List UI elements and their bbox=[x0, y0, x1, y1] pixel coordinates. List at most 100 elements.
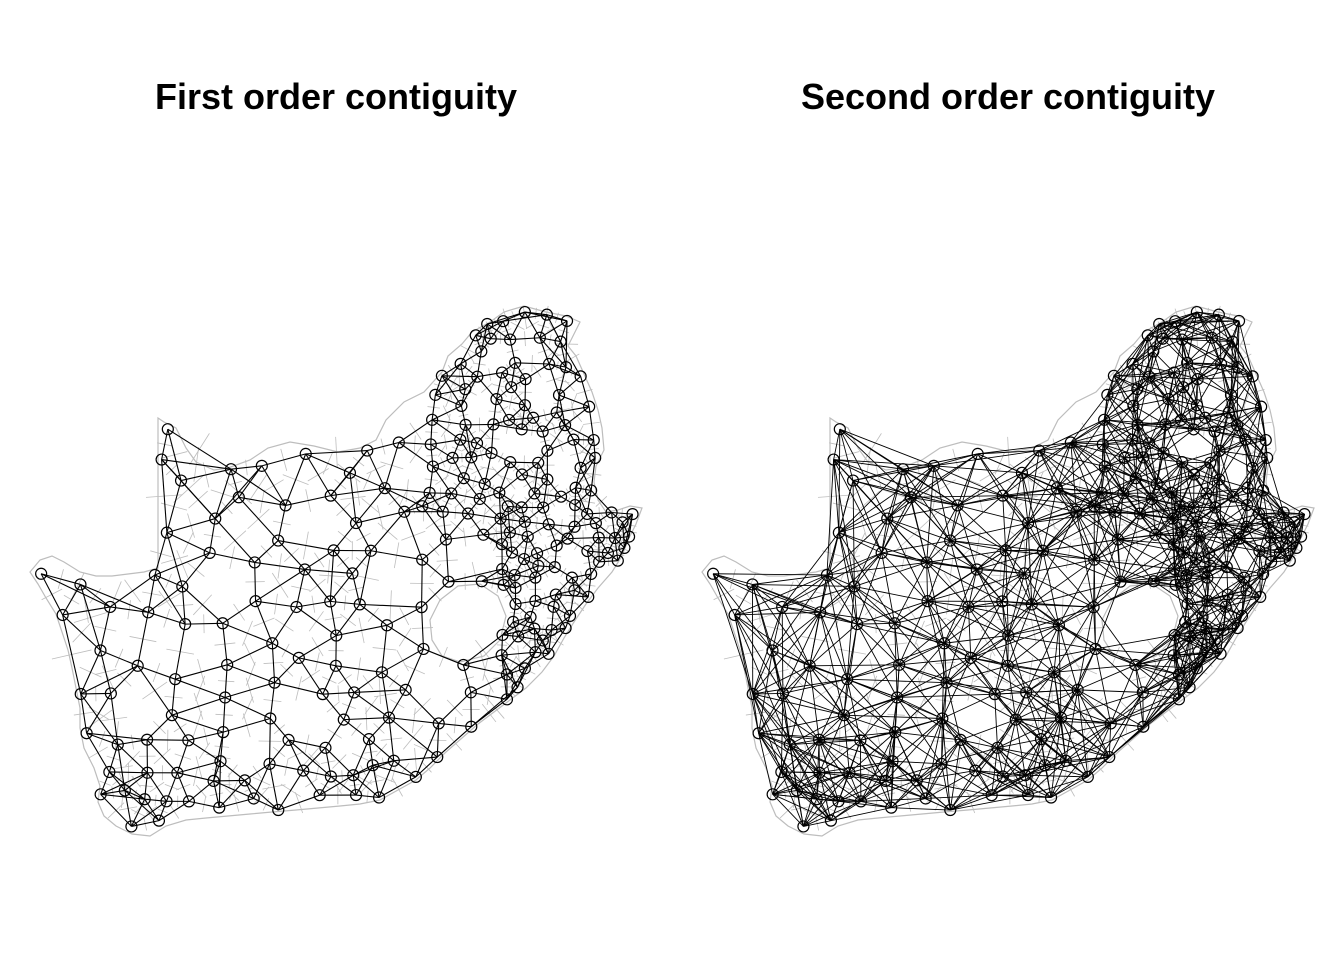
district-node bbox=[542, 518, 555, 531]
network-edge bbox=[1107, 394, 1138, 426]
district-node bbox=[475, 575, 488, 588]
network-edge bbox=[1027, 794, 1052, 798]
network-edge bbox=[1104, 466, 1141, 514]
network-edge bbox=[154, 552, 210, 576]
network-edge bbox=[1070, 439, 1133, 443]
network-edge bbox=[1021, 472, 1095, 507]
network-edge bbox=[957, 472, 1023, 506]
network-edge bbox=[628, 514, 634, 537]
district-node bbox=[1098, 460, 1112, 473]
network-edge bbox=[1124, 442, 1150, 459]
network-edge bbox=[1015, 719, 1110, 758]
network-edge bbox=[1245, 439, 1264, 491]
district-node bbox=[138, 793, 151, 806]
network-edge bbox=[501, 634, 504, 656]
network-edge bbox=[493, 419, 510, 425]
network-edge bbox=[1002, 764, 1045, 777]
network-edge bbox=[521, 462, 539, 475]
network-edge bbox=[1102, 444, 1125, 459]
network-edge bbox=[781, 606, 811, 666]
network-edge bbox=[1286, 536, 1302, 539]
district-node bbox=[465, 720, 478, 733]
network-edge bbox=[1070, 405, 1134, 443]
district-node bbox=[111, 738, 124, 751]
network-edge bbox=[1246, 467, 1254, 506]
network-edge bbox=[926, 465, 935, 563]
network-edge bbox=[758, 665, 811, 734]
network-edge bbox=[1015, 692, 1027, 720]
network-edge bbox=[1095, 581, 1121, 650]
network-edge bbox=[255, 569, 306, 602]
network-edge bbox=[1173, 568, 1188, 589]
network-edge bbox=[459, 424, 467, 440]
network-edge bbox=[271, 643, 276, 683]
network-edge bbox=[809, 665, 861, 741]
network-edge bbox=[166, 480, 182, 533]
network-edge bbox=[547, 439, 574, 452]
network-edge bbox=[1209, 424, 1238, 464]
network-edge bbox=[542, 629, 552, 641]
network-edge bbox=[381, 648, 424, 673]
network-edge bbox=[479, 483, 486, 500]
network-edge bbox=[1095, 648, 1136, 666]
network-edge bbox=[1015, 717, 1062, 721]
network-edge bbox=[381, 671, 406, 691]
network-edge bbox=[1159, 320, 1240, 325]
district-node bbox=[329, 659, 342, 672]
network-edge bbox=[1186, 565, 1211, 576]
network-edge bbox=[1149, 362, 1188, 378]
network-edge bbox=[1180, 378, 1198, 421]
network-edge bbox=[1232, 320, 1240, 342]
network-edge bbox=[1271, 560, 1290, 563]
district-node bbox=[1235, 609, 1249, 623]
network-edge bbox=[1163, 428, 1194, 454]
network-edge bbox=[1087, 756, 1110, 778]
district-node bbox=[1233, 532, 1246, 545]
network-edge bbox=[209, 552, 255, 563]
district-node bbox=[1088, 500, 1101, 513]
network-edge bbox=[502, 320, 511, 340]
network-edge bbox=[1174, 621, 1186, 636]
network-edge bbox=[1183, 552, 1210, 554]
network-edge bbox=[1148, 442, 1183, 463]
network-edge bbox=[558, 367, 567, 396]
district-node bbox=[247, 792, 260, 805]
network-edge bbox=[894, 682, 947, 733]
network-edge bbox=[1187, 362, 1238, 368]
network-edge bbox=[1220, 523, 1240, 539]
network-edge bbox=[521, 507, 526, 522]
network-edge bbox=[1148, 419, 1182, 444]
network-edge bbox=[403, 511, 423, 560]
network-edge bbox=[1142, 457, 1153, 500]
district-node bbox=[1143, 370, 1156, 383]
network-edge bbox=[1008, 635, 1096, 650]
district-node bbox=[547, 600, 560, 613]
network-edge bbox=[1230, 376, 1253, 396]
network-edge bbox=[1239, 538, 1264, 575]
district-node bbox=[938, 637, 951, 650]
network-edge bbox=[849, 772, 886, 782]
district-node bbox=[1231, 361, 1245, 374]
district-node bbox=[1015, 466, 1029, 479]
district-node bbox=[542, 357, 556, 371]
network-edge bbox=[1142, 655, 1175, 727]
network-edge bbox=[1027, 511, 1115, 524]
network-edge bbox=[1007, 665, 1017, 720]
network-edge bbox=[1120, 568, 1175, 583]
district-node bbox=[509, 356, 522, 369]
network-edge bbox=[1173, 362, 1188, 373]
district-node bbox=[1259, 433, 1272, 447]
network-edge bbox=[359, 603, 422, 608]
network-edge bbox=[847, 678, 947, 684]
network-edge bbox=[278, 540, 334, 551]
network-edge bbox=[533, 411, 557, 419]
district-node bbox=[1208, 425, 1221, 438]
district-node bbox=[1038, 759, 1051, 772]
network-edge bbox=[887, 504, 958, 520]
district-node bbox=[542, 647, 555, 660]
network-edge bbox=[524, 507, 544, 523]
network-edge bbox=[277, 540, 306, 570]
district-node bbox=[508, 568, 521, 582]
network-edge bbox=[1093, 506, 1121, 582]
network-edge bbox=[782, 612, 821, 694]
